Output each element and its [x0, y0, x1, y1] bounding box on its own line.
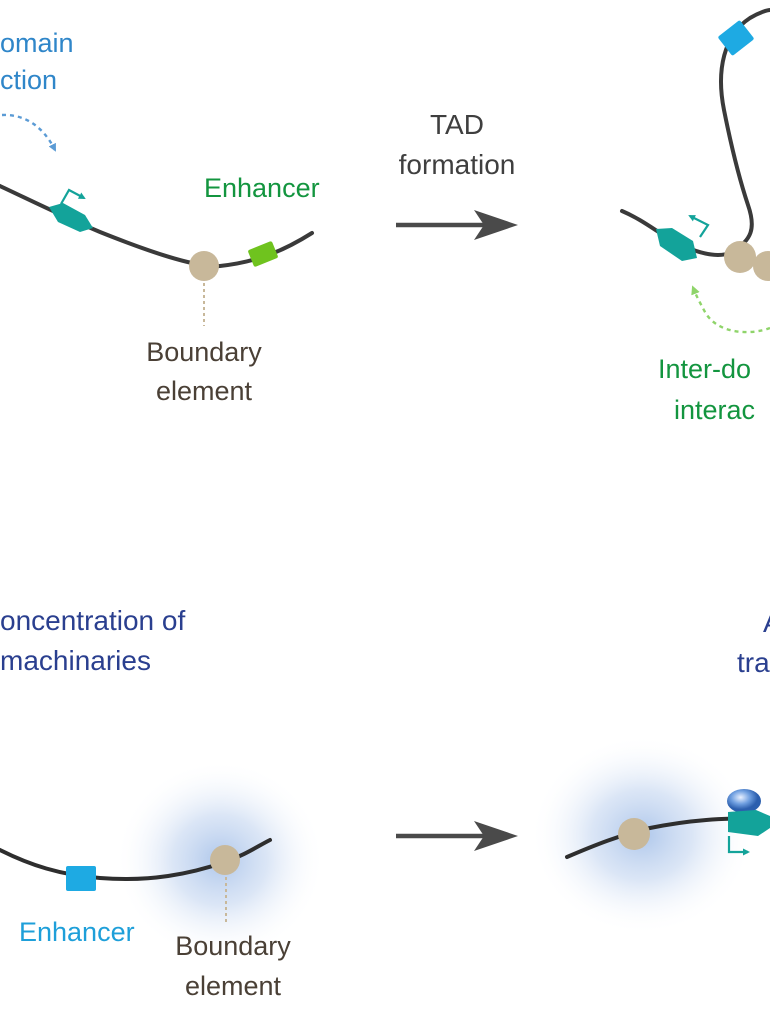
- enhancer-label-top: Enhancer: [204, 173, 320, 203]
- tad-formation-arrow: [396, 210, 518, 240]
- inter-domain-arrow: [691, 285, 770, 334]
- promoter-bottom-right: [728, 810, 770, 836]
- enhancer-bottom-left: [66, 866, 96, 891]
- cofactor-blob: [727, 789, 761, 813]
- right-label-line2: tra: [737, 647, 770, 678]
- boundary-label-bottom-line1: Boundary: [175, 931, 291, 961]
- tad-formation-label-line1: TAD: [430, 109, 484, 140]
- concentration-label-line1: oncentration of: [0, 605, 185, 636]
- intra-domain-label-line2: ction: [0, 65, 57, 95]
- enhancer-top-right-blue: [718, 20, 754, 56]
- boundary-label-top-line2: element: [156, 376, 253, 406]
- enhancer-label-bottom: Enhancer: [19, 917, 135, 947]
- inter-domain-label-line2: interac: [674, 395, 755, 425]
- bottom-transition-arrow: [396, 821, 518, 851]
- intra-domain-label-line1: omain: [0, 28, 74, 58]
- boundary-element-top-left: [189, 251, 219, 281]
- boundary-element-top-right-2: [753, 251, 770, 281]
- right-label-line1: A: [763, 607, 770, 638]
- boundary-label-top-line1: Boundary: [146, 337, 262, 367]
- promoter-top-left: [49, 203, 93, 232]
- inter-domain-label-line1: Inter-do: [658, 354, 751, 384]
- tad-formation-label-line2: formation: [399, 149, 516, 180]
- intra-domain-arrow: [1, 113, 57, 152]
- boundary-label-bottom-line2: element: [185, 971, 282, 1001]
- top-panel: omain ction Enhancer Boundary element TA…: [0, 8, 770, 425]
- boundary-element-top-right-1: [724, 241, 756, 273]
- tss-arrow-bottom-right: [727, 836, 750, 856]
- concentration-label-line2: machinaries: [0, 645, 151, 676]
- chromatin-fiber-bottom-left: [0, 838, 272, 882]
- boundary-element-bottom-left: [210, 845, 240, 875]
- tss-arrow-top-left: [60, 188, 86, 205]
- boundary-element-bottom-right: [618, 818, 650, 850]
- promoter-top-right: [656, 228, 697, 261]
- bottom-panel: oncentration of machinaries A tra Enhanc…: [0, 605, 770, 1001]
- tss-arrow-top-right: [688, 215, 710, 238]
- enhancer-top-left: [248, 241, 278, 267]
